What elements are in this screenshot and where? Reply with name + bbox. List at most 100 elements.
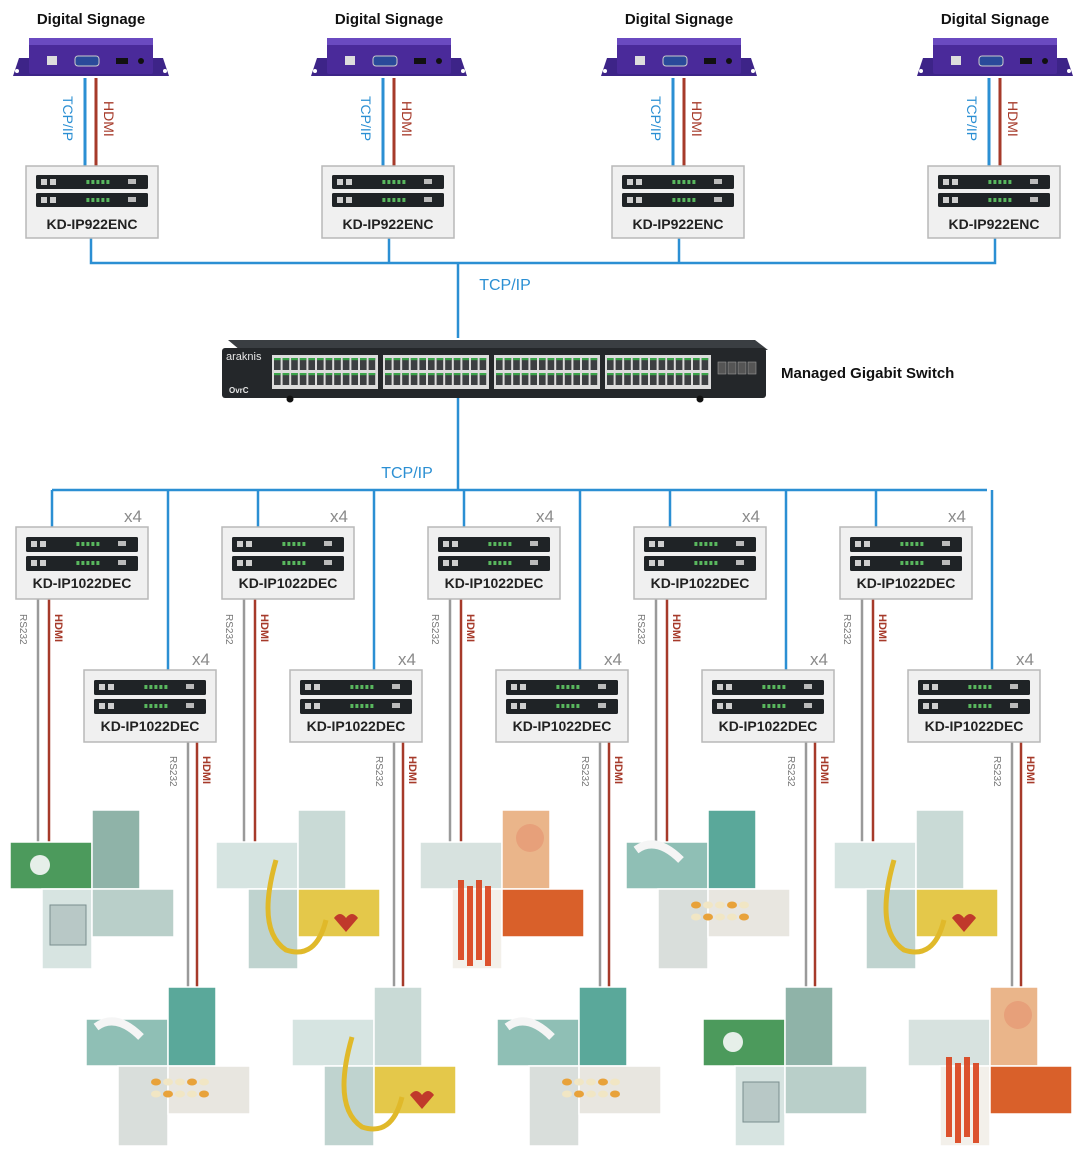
device-terminal (905, 542, 909, 546)
display-panel (291, 1018, 375, 1067)
device-terminal (978, 685, 982, 689)
device-port (99, 684, 105, 690)
port-led (607, 358, 614, 361)
ethernet-port (693, 373, 700, 385)
hdmi-port (116, 58, 128, 64)
video-wall (215, 809, 381, 970)
device-port (314, 703, 320, 709)
hdmi-label: HDMI (464, 614, 476, 642)
mount-hole (15, 69, 19, 73)
pill (703, 901, 713, 909)
device-port (443, 541, 449, 547)
display-panel (373, 986, 423, 1067)
ethernet-port (504, 358, 512, 370)
pill (199, 1090, 209, 1098)
video-wall (9, 809, 175, 970)
hdmi-label: HDMI (1024, 756, 1036, 784)
hdmi-port (414, 58, 426, 64)
pill (691, 901, 701, 909)
ethernet-port (308, 373, 315, 385)
signage-player (13, 38, 169, 76)
ethernet-port (513, 358, 520, 370)
port-led (504, 373, 512, 376)
device-terminal (144, 685, 148, 689)
device-port (128, 197, 136, 202)
port-led (658, 373, 666, 376)
ethernet-port (342, 358, 350, 370)
ethernet-port (632, 373, 640, 385)
vga-port (662, 55, 688, 67)
ethernet-port (496, 373, 503, 385)
device-port (943, 197, 949, 203)
ethernet-port (667, 373, 674, 385)
video-wall (85, 986, 251, 1147)
device-terminal (91, 180, 95, 184)
ethernet-port (342, 373, 350, 385)
device-terminal (365, 685, 369, 689)
mount-hole (313, 69, 317, 73)
decoder-unit (289, 669, 423, 743)
device-terminal (76, 542, 80, 546)
test-tube (946, 1057, 952, 1137)
device-terminal (76, 561, 80, 565)
pill (175, 1078, 185, 1086)
ethernet-port (428, 358, 435, 370)
decoder-multiplier: x4 (192, 650, 210, 669)
pill (610, 1078, 620, 1086)
port-led (650, 373, 657, 376)
decoder-multiplier: x4 (536, 507, 554, 526)
ethernet-port (539, 358, 546, 370)
device-terminal (978, 704, 982, 708)
device-terminal (159, 685, 163, 689)
signage-player (917, 38, 1073, 76)
decoder-multiplier: x4 (810, 650, 828, 669)
device-port (246, 560, 252, 566)
ethernet-port (615, 358, 623, 370)
video-wall (291, 986, 457, 1147)
device-terminal (164, 685, 168, 689)
port-led (419, 358, 426, 361)
ethernet-port (462, 373, 469, 385)
port-led (274, 373, 281, 376)
device-port (714, 179, 722, 184)
decoder-unit (83, 669, 217, 743)
device-port (726, 684, 732, 690)
ethernet-port (582, 373, 589, 385)
device-terminal (998, 198, 1002, 202)
device-terminal (762, 704, 766, 708)
pill (598, 1078, 608, 1086)
signage-title: Digital Signage (335, 11, 443, 28)
ethernet-port (471, 373, 478, 385)
ethernet-port (539, 373, 546, 385)
display-panel (989, 1065, 1073, 1115)
ethernet-port (462, 358, 469, 370)
port-led (385, 358, 392, 361)
device-port (337, 179, 343, 185)
hdmi-label: HDMI (818, 756, 830, 784)
port-led (684, 358, 691, 361)
glove-shape (93, 1017, 144, 1040)
port-led (334, 358, 341, 361)
device-terminal (915, 561, 919, 565)
device-terminal (556, 704, 560, 708)
test-tube (458, 880, 464, 960)
port-led (590, 358, 598, 361)
ethernet-port (951, 56, 961, 65)
device-terminal (498, 542, 502, 546)
device-port (923, 684, 929, 690)
ethernet-port (368, 373, 376, 385)
device-terminal (101, 180, 105, 184)
hdmi-port (1020, 58, 1032, 64)
device-port (627, 197, 633, 203)
glove-shape (633, 840, 684, 863)
port-led (573, 358, 580, 361)
display-panel (117, 1065, 169, 1147)
port-led (693, 358, 700, 361)
power-port (1042, 58, 1048, 64)
ethernet-port (47, 56, 57, 65)
device-terminal (86, 542, 90, 546)
ethernet-port (590, 373, 598, 385)
hdmi-port (704, 58, 716, 64)
device-port (452, 560, 458, 566)
ethernet-port (393, 373, 401, 385)
